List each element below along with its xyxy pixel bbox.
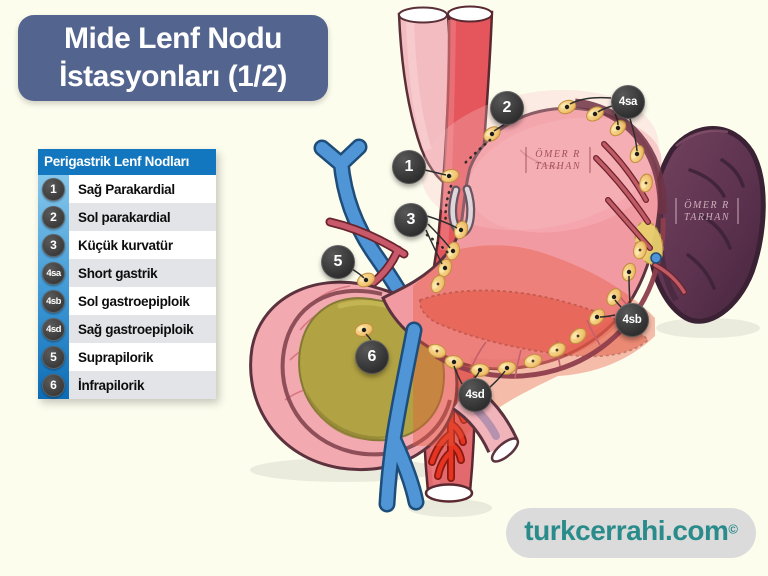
- badge-cell: 4sb: [38, 289, 69, 313]
- svg-text:TARHAN: TARHAN: [535, 161, 581, 172]
- legend-header: Perigastrik Lenf Nodları: [38, 149, 216, 175]
- station-badge-5: 5: [42, 345, 65, 369]
- svg-text:TARHAN: TARHAN: [684, 212, 730, 223]
- spleen-watermark: ÖMER R TARHAN: [675, 198, 739, 224]
- station-badge-3: 3: [42, 233, 65, 257]
- station-badge-4sb: 4sb: [42, 289, 65, 313]
- station-badge-6: 6: [42, 373, 65, 397]
- stomach-watermark: ÖMER R TARHAN: [525, 147, 591, 173]
- spleen: [647, 126, 766, 324]
- station-label: Sol parakardial: [69, 203, 216, 231]
- mesenteric-vein: [378, 321, 425, 513]
- station-label: Küçük kurvatür: [69, 231, 216, 259]
- station-label: Sol gastroepiploik: [69, 287, 216, 315]
- station-badge-1: 1: [42, 177, 65, 201]
- station-label: Suprapilorik: [69, 343, 216, 371]
- station-label: Sağ gastroepiploik: [69, 315, 216, 343]
- badge-cell: 4sd: [38, 317, 69, 341]
- badge-cell: 3: [38, 233, 69, 257]
- page-title: Mide Lenf Nodu İstasyonları (1/2): [18, 15, 328, 101]
- badge-cell: 6: [38, 373, 69, 397]
- svg-text:ÖMER R: ÖMER R: [535, 148, 580, 160]
- page-title-line2: İstasyonları (1/2): [59, 60, 287, 93]
- badge-cell: 5: [38, 345, 69, 369]
- station-badge-4sa: 4sa: [42, 261, 65, 285]
- badge-cell: 1: [38, 177, 69, 201]
- badge-cell: 2: [38, 205, 69, 229]
- svg-text:ÖMER R: ÖMER R: [684, 199, 729, 211]
- dotted-chains: [425, 138, 492, 256]
- leader-lines: [351, 96, 640, 389]
- copyright-mark: ©: [728, 521, 738, 537]
- station-label: İnfrapilorik: [69, 371, 216, 399]
- site-watermark: turkcerrahi.com©: [506, 508, 756, 558]
- site-name: turkcerrahi.com: [524, 515, 729, 546]
- station-badge-2: 2: [42, 205, 65, 229]
- badge-cell: 4sa: [38, 261, 69, 285]
- station-label: Sağ Parakardial: [69, 175, 216, 203]
- page-title-line1: Mide Lenf Nodu: [64, 22, 282, 55]
- station-badge-4sd: 4sd: [42, 317, 65, 341]
- station-label: Short gastrik: [69, 259, 216, 287]
